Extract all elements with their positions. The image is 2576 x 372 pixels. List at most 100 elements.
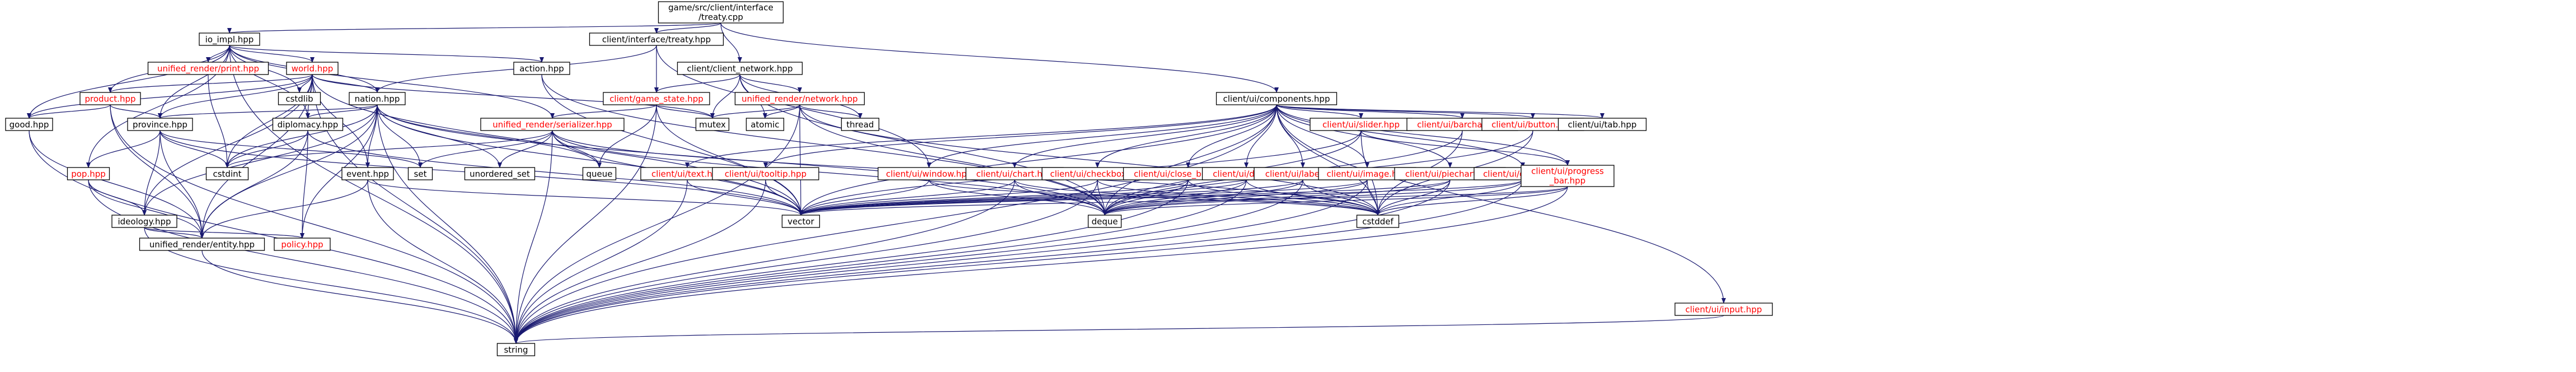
edge-ui_tooltip-to-string — [514, 179, 766, 344]
node-unordered_set: unordered_set — [464, 167, 536, 180]
edge-components-to-ui_tab — [1276, 104, 1604, 119]
node-ui_tab: client/ui/tab.hpp — [1557, 118, 1647, 131]
node-ui_slider[interactable]: client/ui/slider.hpp — [1310, 118, 1413, 131]
edge-province-to-pop — [86, 130, 161, 168]
edge-ideology-to-policy — [144, 227, 304, 239]
node-box-thread — [841, 118, 880, 131]
node-policy[interactable]: policy.hpp — [274, 238, 331, 251]
node-box-nation — [349, 92, 406, 105]
edge-io_impl-to-world — [229, 45, 315, 63]
node-label-ui_chart: client/ui/chart.hpp — [976, 169, 1053, 179]
node-world[interactable]: world.hpp — [286, 62, 339, 75]
node-ui_input[interactable]: client/ui/input.hpp — [1674, 303, 1773, 316]
edge-components-to-ui_chart — [1012, 104, 1277, 168]
node-box-io_impl — [199, 32, 260, 46]
edge-ur_entity-to-string — [201, 250, 518, 344]
node-ui_chart[interactable]: client/ui/chart.hpp — [965, 167, 1064, 180]
edge-components-to-cstddef — [1276, 104, 1380, 216]
node-label-province: province.hpp — [133, 120, 187, 130]
edge-io_impl-to-diplomacy — [229, 45, 310, 119]
edge-ui_group-to-cstddef — [1376, 179, 1523, 216]
edge-components-to-ui_slider — [1276, 104, 1363, 119]
edge-ui_image-to-string — [514, 179, 1368, 344]
edge-ui_text-to-vector — [687, 179, 803, 216]
node-ui_text[interactable]: client/ui/text.hpp — [640, 167, 734, 180]
node-box-atomic — [745, 118, 785, 131]
edge-ui_piechart-to-string — [514, 179, 1451, 344]
node-ui_tooltip[interactable]: client/ui/tooltip.hpp — [712, 167, 819, 180]
node-game_state[interactable]: client/game_state.hpp — [603, 92, 710, 105]
node-box-string — [496, 343, 536, 356]
edges-layer — [27, 22, 1726, 344]
node-mutex: mutex — [695, 118, 730, 131]
edge-province-to-ur_entity — [159, 130, 204, 239]
edge-root-to-components — [720, 22, 1279, 93]
edge-ui_chart-to-string — [514, 179, 1015, 344]
node-box-action — [513, 62, 570, 75]
node-ui_image[interactable]: client/ui/image.hpp — [1318, 167, 1416, 180]
node-box-unordered_set — [464, 167, 536, 180]
edge-nation-to-cstdint — [225, 104, 378, 168]
node-label-good: good.hpp — [10, 120, 49, 130]
node-product[interactable]: product.hpp — [79, 92, 141, 105]
node-label-product: product.hpp — [85, 94, 135, 104]
node-cstddef: cstddef — [1356, 215, 1400, 228]
edge-nation-to-vector — [377, 104, 803, 216]
edge-io_impl-to-string — [229, 45, 518, 344]
edge-components-to-ui_checkbox — [1095, 104, 1277, 168]
node-label-set: set — [414, 169, 427, 179]
node-box-policy — [274, 238, 331, 251]
node-ur_print[interactable]: unified_render/print.hpp — [147, 62, 269, 75]
edge-ur_network-to-thread — [799, 104, 862, 119]
edge-ui_label-to-vector — [799, 179, 1303, 216]
node-pop[interactable]: pop.hpp — [67, 167, 110, 180]
node-ui_progress_bar[interactable]: client/ui/progress_bar.hpp — [1521, 165, 1615, 187]
edge-io_impl-to-ur_serializer — [229, 45, 555, 119]
node-label-treaty_hpp: client/interface/treaty.hpp — [602, 35, 711, 45]
node-label-ui_window: client/ui/window.hpp — [886, 169, 972, 179]
node-string: string — [496, 343, 536, 356]
node-ui_window[interactable]: client/ui/window.hpp — [878, 167, 980, 180]
node-label-game_state: client/game_state.hpp — [609, 94, 703, 105]
node-box-set — [407, 167, 433, 180]
edge-ur_serializer-to-set — [418, 130, 553, 168]
edge-diplomacy-to-cstdint — [225, 130, 308, 168]
node-good: good.hpp — [5, 118, 53, 131]
node-box-client_network — [677, 62, 803, 75]
node-ur_network[interactable]: unified_render/network.hpp — [734, 92, 865, 105]
node-atomic: atomic — [745, 118, 785, 131]
node-box-ideology — [111, 215, 177, 228]
edge-ui_progress_bar-to-deque — [1102, 186, 1568, 216]
node-deque: deque — [1087, 215, 1122, 228]
node-ur_serializer[interactable]: unified_render/serializer.hpp — [480, 118, 625, 131]
node-box-cstdint — [205, 167, 249, 180]
edge-product-to-ur_entity — [110, 104, 204, 239]
node-label-mutex: mutex — [699, 120, 726, 130]
node-box-ur_print — [147, 62, 269, 75]
edge-ui_piechart-to-cstddef — [1376, 179, 1451, 216]
node-label-ui_text: client/ui/text.hpp — [651, 169, 723, 179]
edge-ui_image-to-vector — [799, 179, 1368, 216]
edge-ui_div-to-string — [514, 179, 1247, 344]
edge-ui_group-to-vector — [799, 179, 1523, 216]
node-box-ui_tooltip — [712, 167, 819, 180]
node-label-ui_progress_bar: client/ui/progress — [1531, 166, 1604, 176]
edge-components-to-ui_close_button — [1186, 104, 1277, 168]
node-box-ui_input — [1674, 303, 1773, 316]
edge-components-to-ui_progress_bar — [1276, 104, 1570, 166]
edge-action-to-vector — [541, 74, 803, 216]
edge-root-to-io_impl — [227, 22, 721, 34]
edge-event-to-string — [367, 179, 518, 344]
node-queue: queue — [582, 167, 617, 180]
node-box-diplomacy — [272, 118, 344, 131]
edge-ur_print-to-cstdint — [208, 74, 229, 168]
node-label-deque: deque — [1091, 217, 1118, 227]
node-box-treaty_hpp — [589, 32, 724, 46]
edge-ui_group-to-string — [514, 179, 1523, 344]
edge-game_state-to-queue — [597, 104, 657, 168]
edge-treaty_hpp-to-ui_window — [656, 45, 931, 168]
node-label-ui_progress_bar: _bar.hpp — [1549, 176, 1585, 187]
edge-nation-to-set — [377, 104, 423, 168]
edge-province-to-ideology — [142, 130, 161, 216]
edge-game_state-to-vector — [656, 104, 803, 216]
